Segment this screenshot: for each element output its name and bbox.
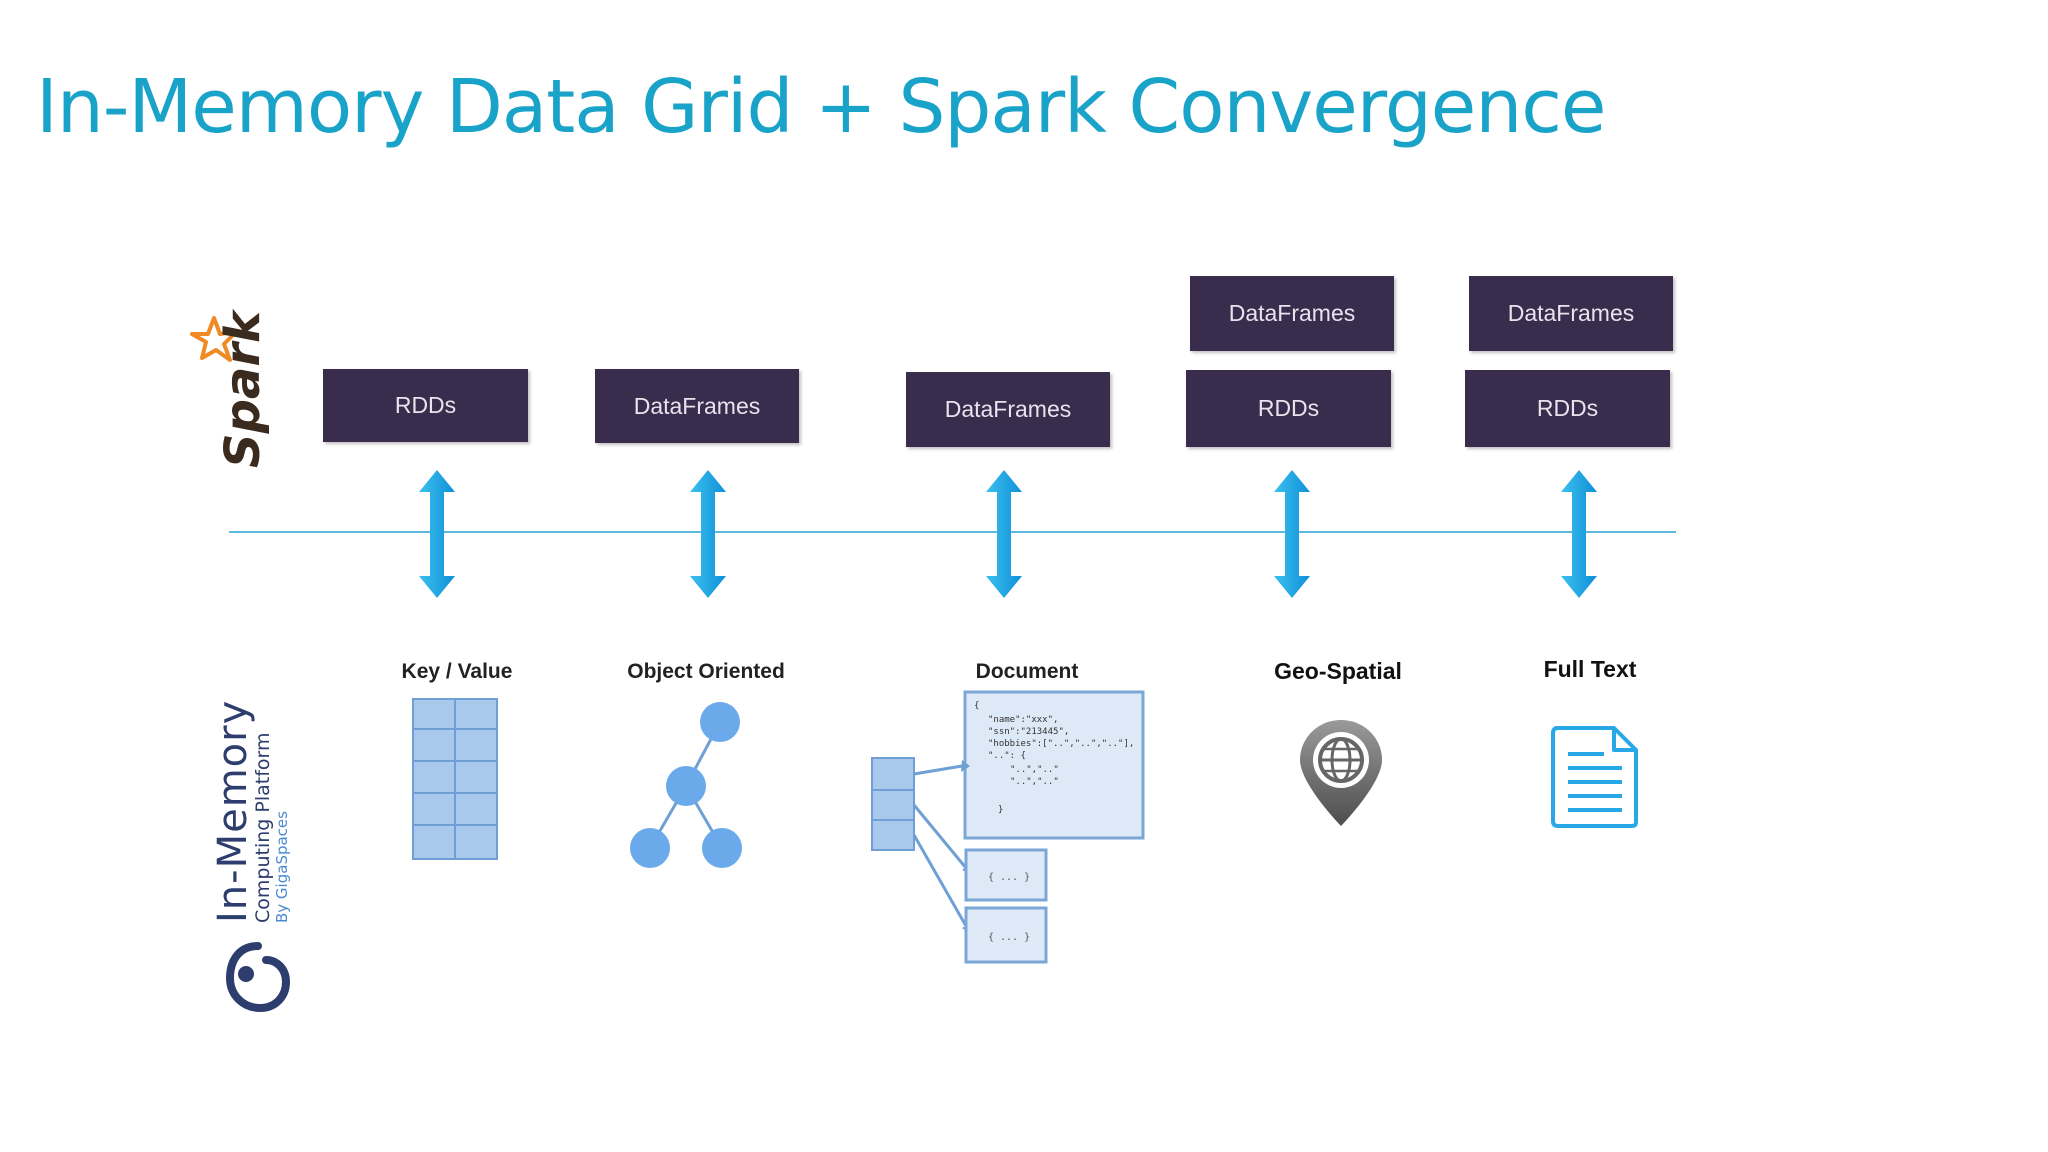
json-line-2: "ssn":"213445", <box>988 727 1069 737</box>
label-document: Document <box>975 660 1079 683</box>
gigaspaces-line2: Computing Platform <box>252 732 274 923</box>
spark-logo-text: Spark <box>215 311 271 468</box>
spark-box-dataframes-2: DataFrames <box>595 369 799 443</box>
text-document-icon <box>1551 726 1638 828</box>
arrow-2 <box>690 470 726 598</box>
spark-box-rdds-5: RDDs <box>1465 370 1670 447</box>
spark-box-rdds-1: RDDs <box>323 369 528 442</box>
json-line-5: "..",".." <box>1010 765 1059 775</box>
map-pin-globe-icon <box>1300 720 1382 826</box>
gigaspaces-line1: In-Memory <box>210 699 256 923</box>
spark-box-dataframes-3: DataFrames <box>906 372 1110 447</box>
page-title: In-Memory Data Grid + Spark Convergence <box>36 64 1606 150</box>
gigaspaces-swirl-icon <box>226 942 290 1013</box>
sub-doc-1: { ... } <box>988 872 1030 883</box>
arrow-4 <box>1274 470 1310 598</box>
gigaspaces-line3: By GigaSpaces <box>273 811 291 923</box>
label-object-oriented: Object Oriented <box>627 660 785 683</box>
object-tree-icon <box>630 702 742 868</box>
json-line-0: { <box>974 701 979 711</box>
json-line-6: "..",".." <box>1010 777 1059 787</box>
document-json-icon: { "name":"xxx", "ssn":"213445", "hobbies… <box>871 690 1145 964</box>
arrow-1 <box>419 470 455 598</box>
json-line-7: } <box>998 805 1003 815</box>
arrow-3 <box>986 470 1022 598</box>
json-line-3: "hobbies":["..","..",".."], <box>988 739 1134 749</box>
arrow-5 <box>1561 470 1597 598</box>
divider-line <box>229 531 1676 533</box>
json-line-1: "name":"xxx", <box>988 715 1058 725</box>
label-geo-spatial: Geo-Spatial <box>1274 658 1402 684</box>
spark-logo <box>190 316 238 362</box>
label-full-text: Full Text <box>1543 656 1637 682</box>
spark-box-rdds-4: RDDs <box>1186 370 1391 447</box>
spark-star-icon <box>190 316 238 362</box>
key-value-grid-icon <box>412 698 498 860</box>
gigaspaces-logo: In-Memory Computing Platform By GigaSpac… <box>210 653 293 923</box>
sub-doc-2: { ... } <box>988 932 1030 943</box>
spark-box-dataframes-4: DataFrames <box>1190 276 1394 351</box>
spark-box-dataframes-5: DataFrames <box>1469 276 1673 351</box>
json-line-4: "..": { <box>988 751 1026 761</box>
label-key-value: Key / Value <box>401 660 513 683</box>
